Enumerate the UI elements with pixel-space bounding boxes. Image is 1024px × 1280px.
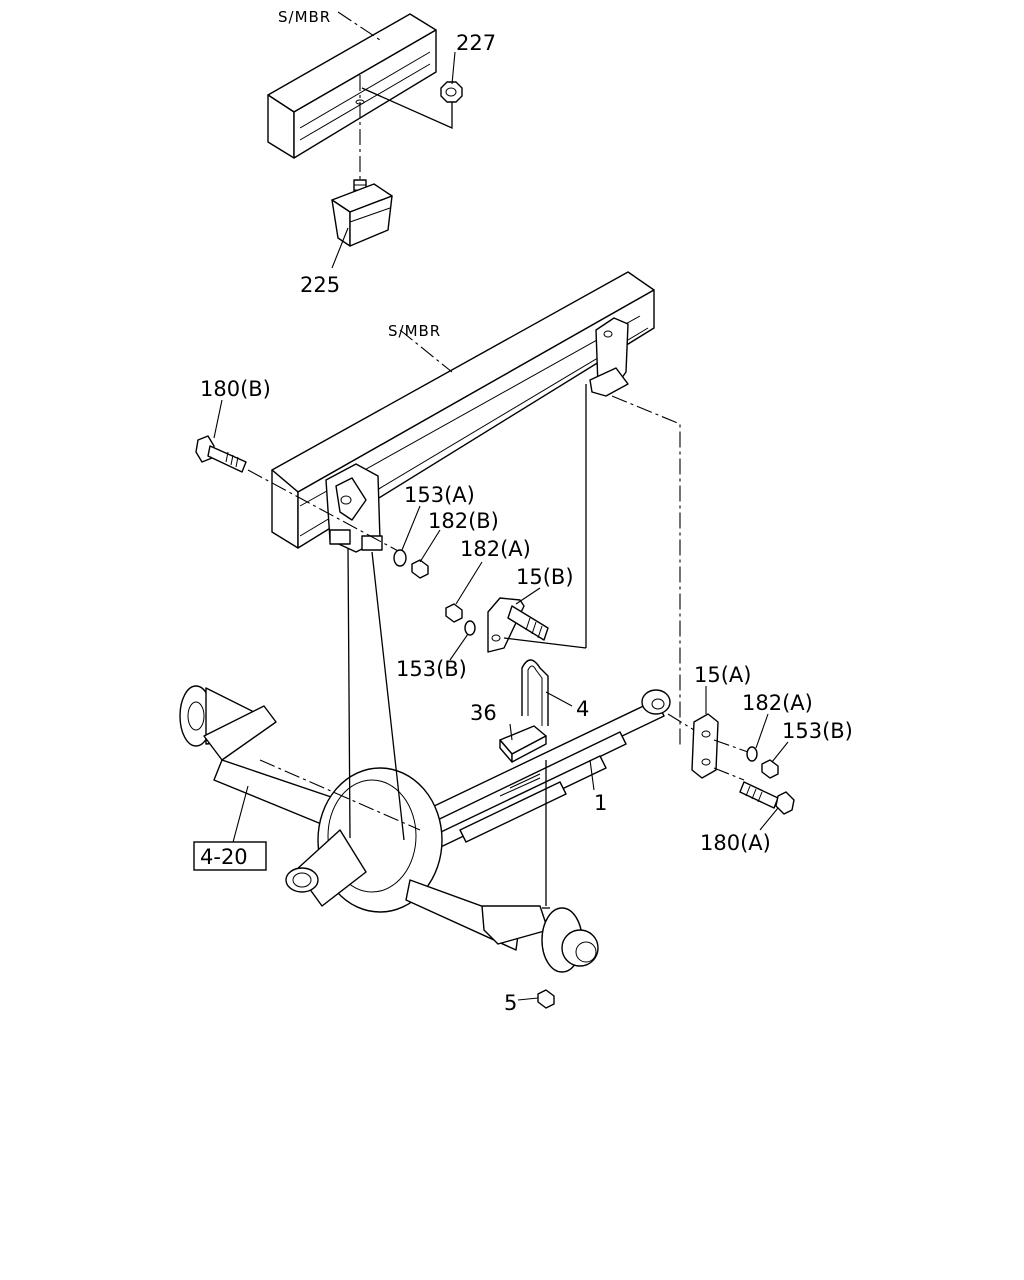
u-bolt-4	[521, 659, 549, 726]
label-153a: 153(A)	[404, 483, 475, 507]
label-180b: 180(B)	[200, 377, 271, 401]
shackle-plate-15b	[487, 597, 549, 653]
spring-eye-rear	[641, 689, 671, 715]
label-227: 227	[456, 31, 496, 55]
label-182a-right: 182(A)	[742, 691, 813, 715]
label-4: 4	[576, 697, 589, 721]
leaf-spring-1	[383, 699, 665, 855]
label-182b: 182(B)	[428, 509, 499, 533]
washer-182a-right	[746, 746, 758, 762]
label-180a: 180(A)	[700, 831, 771, 855]
rear-axle-housing	[179, 685, 599, 973]
label-15b: 15(B)	[516, 565, 574, 589]
rear-hanger-bracket	[589, 317, 629, 397]
ref-box-4-20	[193, 841, 267, 871]
washer-153a	[393, 549, 407, 567]
nut-5	[537, 989, 555, 1009]
front-hanger-bracket	[325, 463, 383, 553]
shackle-plate-15a	[691, 713, 719, 779]
main-side-member	[271, 271, 655, 549]
washer-153b-left	[464, 620, 476, 636]
label-153b-right: 153(B)	[782, 719, 853, 743]
label-182a-left: 182(A)	[460, 537, 531, 561]
label-smbr-main: S/MBR	[388, 322, 441, 340]
bolt-180a	[739, 781, 795, 815]
label-smbr-top: S/MBR	[278, 8, 331, 26]
bolt-180b	[195, 435, 247, 473]
nut-182a-left	[445, 603, 463, 623]
label-36: 36	[470, 701, 497, 725]
upper-side-member	[267, 13, 437, 159]
label-1: 1	[594, 791, 607, 815]
label-15a: 15(A)	[694, 663, 751, 687]
spring-seat-36	[499, 725, 547, 763]
nut-227	[440, 81, 463, 103]
label-225: 225	[300, 273, 340, 297]
label-5: 5	[504, 991, 517, 1015]
label-153b-left: 153(B)	[396, 657, 467, 681]
nut-153b-right	[761, 759, 779, 779]
bumper-stopper-225	[331, 179, 393, 247]
label-ref-4-20[interactable]: 4-20	[200, 845, 248, 869]
nut-182b	[411, 559, 429, 579]
